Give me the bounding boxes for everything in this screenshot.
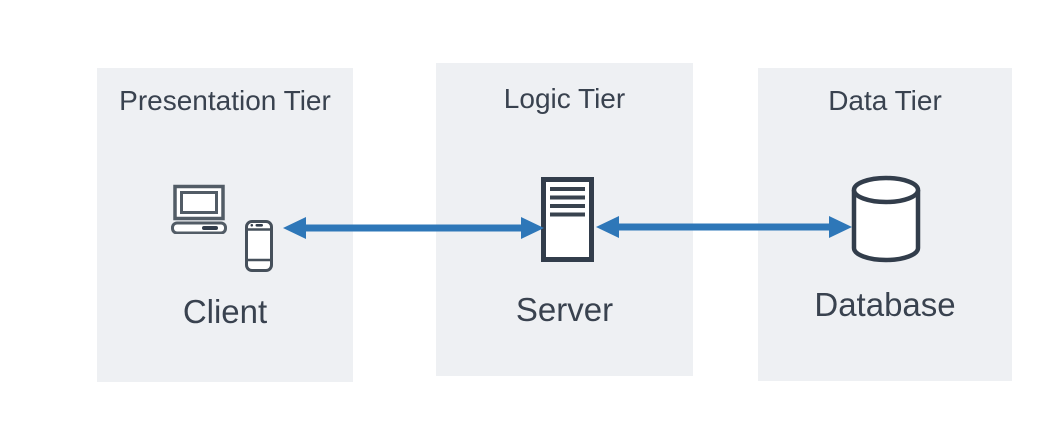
tier-panel-logic: Logic Tier Server bbox=[436, 63, 693, 376]
tier-title-presentation: Presentation Tier bbox=[119, 85, 331, 116]
tier-title-data: Data Tier bbox=[828, 85, 942, 116]
node-label-server: Server bbox=[515, 291, 614, 328]
node-label-database: Database bbox=[814, 286, 956, 323]
tier-title-logic: Logic Tier bbox=[503, 83, 626, 114]
tier-panel-data: Data Tier Database bbox=[758, 68, 1012, 381]
laptop-icon bbox=[171, 184, 227, 234]
node-label-client: Client bbox=[182, 293, 268, 330]
database-icon bbox=[850, 175, 922, 265]
smartphone-icon bbox=[245, 220, 273, 272]
tier-panel-presentation: Presentation Tier Client bbox=[97, 68, 353, 382]
server-icon bbox=[541, 177, 594, 262]
